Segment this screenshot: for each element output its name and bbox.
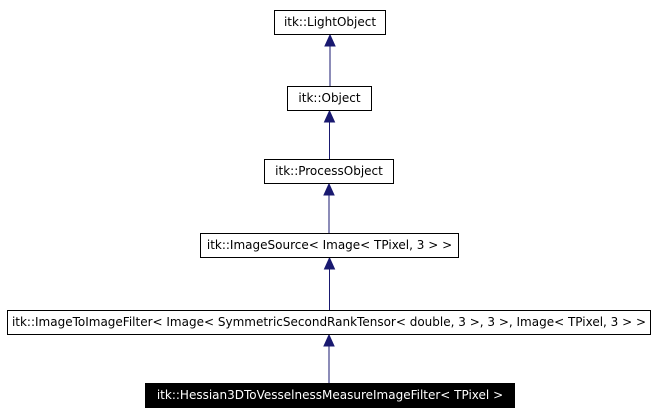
edge-arrowhead-hessian-filter-to-image-to-image-filter [323,333,335,347]
class-node-hessian-filter-current: itk::Hessian3DToVesselnessMeasureImageFi… [145,383,515,408]
class-node-object[interactable]: itk::Object [287,86,372,111]
class-node-process-object[interactable]: itk::ProcessObject [264,159,394,184]
edge-arrowhead-process-object-to-object [323,109,336,123]
edge-arrowhead-image-to-image-filter-to-image-source [323,256,336,270]
class-node-image-to-image-filter[interactable]: itk::ImageToImageFilter< Image< Symmetri… [7,310,651,335]
edge-arrowhead-object-to-light-object [324,33,336,47]
class-node-image-source[interactable]: itk::ImageSource< Image< TPixel, 3 > > [200,233,459,258]
edge-arrowhead-image-source-to-process-object [323,182,335,196]
class-node-light-object[interactable]: itk::LightObject [274,10,386,35]
